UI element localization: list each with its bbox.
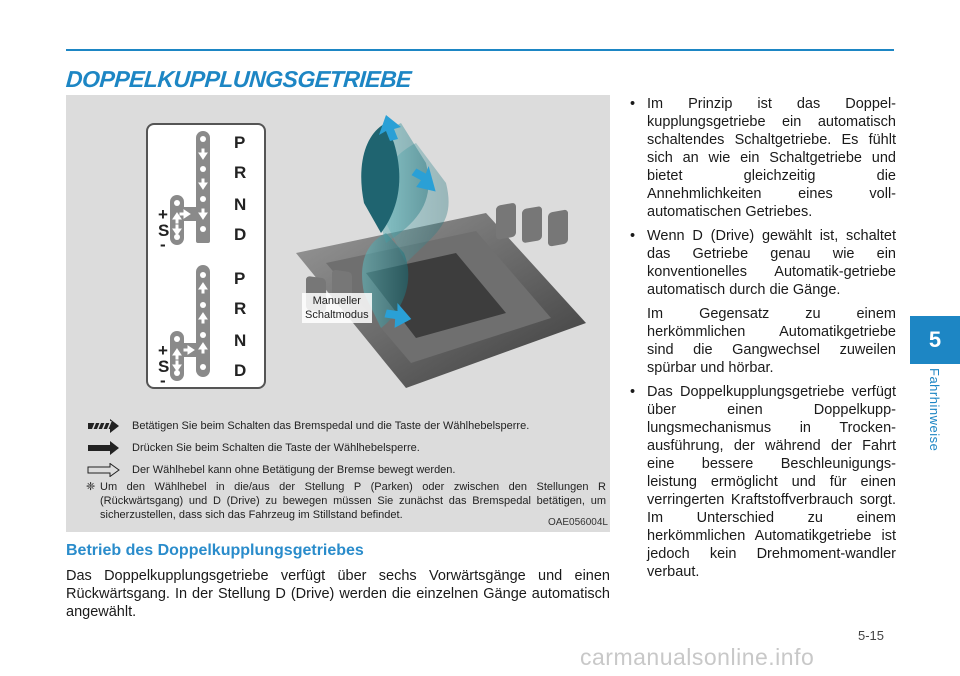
- minus-sign-upper: -: [160, 235, 166, 254]
- list-item-text: Wenn D (Drive) gewählt ist, schaltet das…: [647, 228, 896, 298]
- list-item: • Im Prinzip ist das Doppel-kupplungsget…: [628, 95, 896, 221]
- chapter-name: Fahrhinweise: [924, 368, 948, 468]
- page-title: DOPPELKUPPLUNGSGETRIEBE: [65, 66, 412, 92]
- legend-text-button: Drücken Sie beim Schalten die Taste der …: [132, 442, 420, 454]
- gear-r-upper: R: [234, 163, 247, 182]
- shift-gate-pattern: [170, 131, 210, 381]
- outline-arrow-icon: [87, 463, 120, 477]
- legend-item: Drücken Sie beim Schalten die Taste der …: [86, 439, 420, 457]
- watermark: carmanualsonline.info: [580, 644, 815, 670]
- manual-mode-callout: Manueller Schaltmodus: [302, 293, 372, 323]
- list-item: • Wenn D (Drive) gewählt ist, schaltet d…: [628, 227, 896, 299]
- legend-text-free: Der Wählhebel kann ohne Betätigung der B…: [132, 464, 456, 476]
- plus-sign-lower: +: [158, 341, 168, 360]
- hatched-arrow-icon: [88, 419, 119, 433]
- callout-line-2: Schaltmodus: [305, 309, 369, 321]
- list-item: • Das Doppelkupplungsgetriebe verfügt üb…: [628, 383, 896, 581]
- figure-note: ❈ Um den Wählhebel in die/aus der Stellu…: [86, 480, 606, 522]
- bullet: •: [630, 228, 636, 244]
- header-rule: [66, 49, 894, 51]
- gear-n-lower: N: [234, 331, 247, 350]
- bullet: •: [630, 384, 636, 400]
- figure-code: OAE056004L: [547, 517, 608, 528]
- legend-item: Betätigen Sie beim Schalten das Bremsped…: [86, 417, 529, 435]
- gear-shift-figure: P R N D P R N D + S - + S -: [66, 95, 610, 532]
- gear-r-lower: R: [234, 299, 247, 318]
- gear-p-lower: P: [234, 269, 246, 288]
- page-number: 5-15: [858, 628, 885, 643]
- s-label-upper: S: [158, 221, 170, 240]
- chapter-number: 5: [928, 327, 942, 352]
- section-heading: Betrieb des Doppelkupplungsgetriebes: [66, 542, 364, 559]
- sub-paragraph: Im Gegensatz zu einem herkömmlichen Auto…: [647, 306, 896, 376]
- gear-d-lower: D: [234, 361, 247, 380]
- section-body: Das Doppelkupplungsgetriebe verfügt über…: [66, 568, 610, 620]
- gear-d-upper: D: [234, 225, 247, 244]
- gear-p-upper: P: [234, 133, 246, 152]
- plus-sign-upper: +: [158, 205, 168, 224]
- legend-item: Der Wählhebel kann ohne Betätigung der B…: [86, 461, 455, 479]
- chapter-name-label: Fahrhinweise: [927, 368, 942, 452]
- note-text: Um den Wählhebel in die/aus der Stellung…: [100, 481, 606, 521]
- bullet: •: [630, 96, 636, 112]
- callout-line-1: Manueller: [312, 295, 361, 307]
- shift-gate-diagram: P R N D P R N D + S - + S -: [146, 123, 266, 390]
- note-symbol: ❈: [86, 481, 96, 493]
- gear-n-upper: N: [234, 195, 247, 214]
- s-label-lower: S: [158, 357, 170, 376]
- chapter-tab[interactable]: 5: [910, 316, 960, 364]
- solid-arrow-icon: [88, 441, 119, 455]
- list-item-text: Das Doppelkupplungsgetriebe verfügt über…: [647, 384, 896, 580]
- legend-text-brake-and-button: Betätigen Sie beim Schalten das Bremsped…: [132, 420, 530, 432]
- list-item-text: Im Prinzip ist das Doppel-kupplungsgetri…: [647, 96, 896, 220]
- minus-sign-lower: -: [160, 371, 166, 390]
- right-column: • Im Prinzip ist das Doppel-kupplungsget…: [628, 95, 896, 587]
- gear-lever-illustration: [296, 115, 586, 388]
